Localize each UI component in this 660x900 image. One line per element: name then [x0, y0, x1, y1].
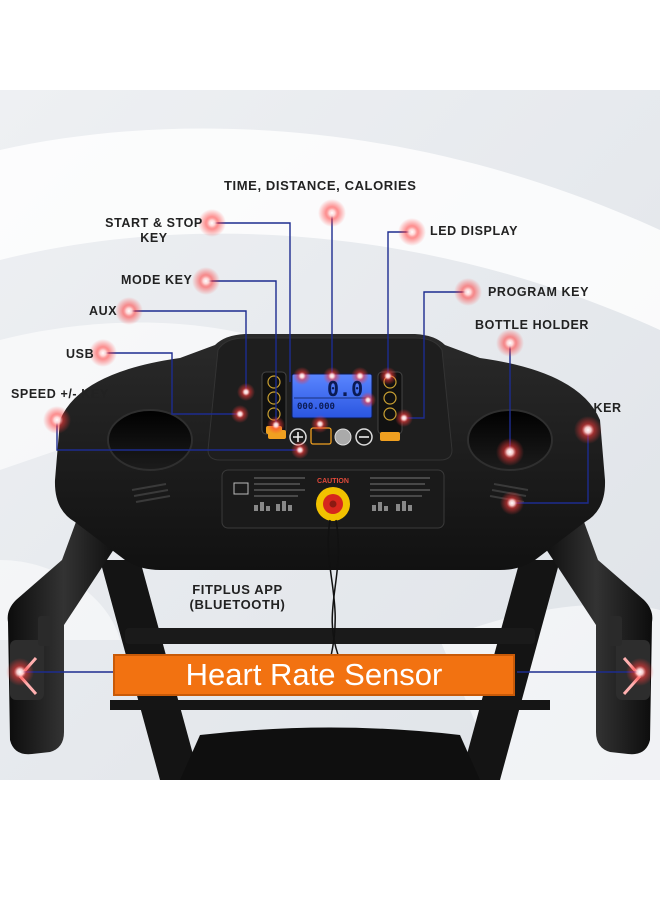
manual-icon: [233, 482, 249, 495]
incline-preset-button[interactable]: [383, 407, 397, 421]
crossbar: [110, 700, 550, 710]
speed-preset-button[interactable]: [267, 391, 281, 405]
plus-icon: [293, 432, 303, 442]
label-speaker: SPEAKER: [557, 401, 622, 415]
label-led-display: LED DISPLAY: [430, 224, 519, 238]
label-bottle-holder: BOTTLE HOLDER: [475, 318, 590, 332]
motor-hood: [180, 727, 480, 780]
caution-label: CAUTION: [317, 478, 349, 485]
program-profile-icons: [254, 501, 412, 511]
label-start-stop-key-line2: KEY: [140, 231, 168, 245]
label-fitplus-app-line1: FITPLUS APP: [192, 582, 283, 597]
right-rail-button: [608, 616, 622, 646]
incline-preset-button[interactable]: [383, 391, 397, 405]
label-program-key: PROGRAM KEY: [488, 285, 590, 299]
info-text-lines: [254, 477, 430, 497]
background-swoosh: [0, 128, 660, 330]
crossbar: [125, 628, 535, 644]
safety-key-center: [329, 500, 337, 508]
label-fitplus-app: FITPLUS APP (BLUETOOTH): [170, 582, 305, 612]
left-rail-button: [38, 616, 52, 646]
label-time-distance-calories: TIME, DISTANCE, CALORIES: [224, 178, 417, 193]
left-cup-holder: [107, 409, 193, 471]
speed-preset-button[interactable]: [267, 375, 281, 389]
lcd-secondary-value: 000.000: [297, 402, 335, 412]
program-button[interactable]: [380, 432, 400, 441]
marker-glows: [6, 199, 654, 686]
label-mode-key: MODE KEY: [121, 273, 193, 287]
label-speed-key: SPEED +/- KEY: [11, 387, 109, 401]
label-usb: USB: [66, 347, 95, 361]
heart-rate-sensor-banner: Heart Rate Sensor: [113, 654, 515, 696]
left-speaker-grille: [131, 483, 171, 503]
heart-rate-sensor-text: Heart Rate Sensor: [185, 657, 443, 692]
label-start-stop-key-line1: START & STOP: [105, 216, 203, 230]
label-fitplus-app-line2: (BLUETOOTH): [189, 597, 286, 612]
center-button[interactable]: [334, 428, 352, 446]
label-start-stop-key: START & STOP KEY: [102, 216, 206, 246]
lcd-main-value: 0.0: [327, 377, 364, 401]
safety-cord: [331, 519, 341, 661]
label-aux: AUX: [89, 304, 118, 318]
